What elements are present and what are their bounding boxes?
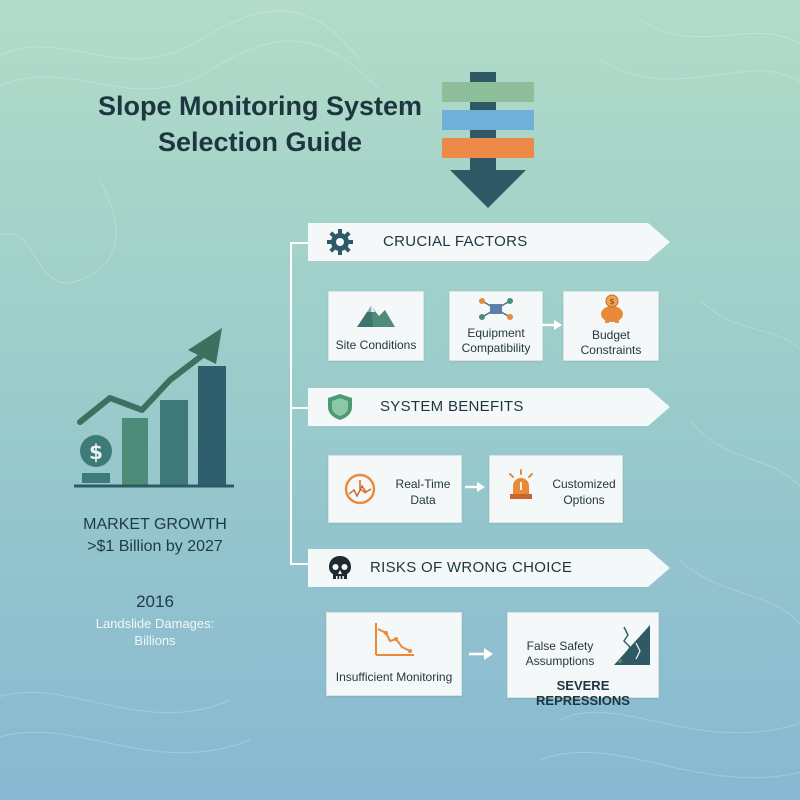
damages-year: 2016 (136, 592, 174, 611)
arrow-right-icon (469, 648, 493, 660)
damages-value: Billions (134, 633, 176, 648)
damages-label: Landslide Damages: (95, 616, 215, 631)
section-title: SYSTEM BENEFITS (380, 398, 524, 415)
card-label: Site Conditions (335, 338, 417, 352)
market-growth-heading: MARKET GROWTH (83, 516, 227, 533)
title-line-2: Selection Guide (157, 127, 363, 157)
connector-branch-1 (290, 242, 308, 244)
section-title: RISKS OF WRONG CHOICE (370, 559, 573, 576)
title-line-1: Slope Monitoring System (97, 91, 423, 121)
card-real-time-data: Real-Time Data (328, 455, 462, 523)
svg-text:$: $ (89, 440, 103, 464)
market-growth-chart-icon: $ (74, 328, 234, 488)
card-label-line-1: False Safety (526, 639, 594, 653)
card-sublabel: SEVERE REPRESSIONS (536, 678, 630, 708)
svg-text:$: $ (609, 297, 614, 306)
alarm-light-icon (509, 469, 533, 499)
card-label-line-1: Equipment (467, 326, 525, 340)
section-banner-risks: RISKS OF WRONG CHOICE (308, 549, 670, 587)
funnel-arrow-icon (442, 72, 534, 208)
cracked-slope-icon (614, 625, 650, 665)
page-title: Slope Monitoring System Selection Guide (60, 88, 460, 160)
card-label-line-1: Customized (552, 477, 616, 491)
connector-vertical (290, 242, 292, 564)
connector-branch-2 (290, 407, 308, 409)
card-equipment-compatibility: Equipment Compatibility (449, 291, 543, 361)
arrow-right-icon (465, 482, 485, 492)
declining-chart-icon (375, 623, 414, 656)
card-site-conditions: Site Conditions (328, 291, 424, 361)
skull-icon (326, 554, 354, 582)
card-label-line-2: Options (563, 493, 605, 507)
section-title: CRUCIAL FACTORS (383, 233, 528, 250)
arrow-right-icon (542, 320, 562, 330)
mountain-icon (357, 306, 395, 327)
card-budget-constraints: $ Budget Constraints (563, 291, 659, 361)
market-growth-value: >$1 Billion by 2027 (87, 538, 223, 555)
piggy-bank-icon: $ (601, 294, 623, 323)
network-icon (479, 298, 513, 320)
card-label-line-2: Assumptions (525, 654, 595, 668)
clock-icon (344, 473, 376, 505)
section-banner-crucial-factors: CRUCIAL FACTORS (308, 223, 670, 261)
shield-icon (326, 393, 354, 421)
card-label-line-2: Constraints (580, 343, 642, 357)
card-false-safety-assumptions: False Safety Assumptions SEVERE REPRESSI… (507, 612, 659, 708)
card-customized-options: Customized Options (489, 455, 623, 523)
card-label-line-1: Budget (591, 328, 631, 342)
section-banner-system-benefits: SYSTEM BENEFITS (308, 388, 670, 426)
gear-icon (326, 228, 354, 256)
card-label-line-1: Real-Time (395, 477, 451, 491)
card-insufficient-monitoring: Insufficient Monitoring (326, 612, 462, 696)
card-label: Insufficient Monitoring (335, 670, 453, 684)
card-label-line-2: Data (410, 493, 436, 507)
card-label-line-2: Compatibility (461, 341, 531, 355)
connector-branch-3 (290, 563, 308, 565)
